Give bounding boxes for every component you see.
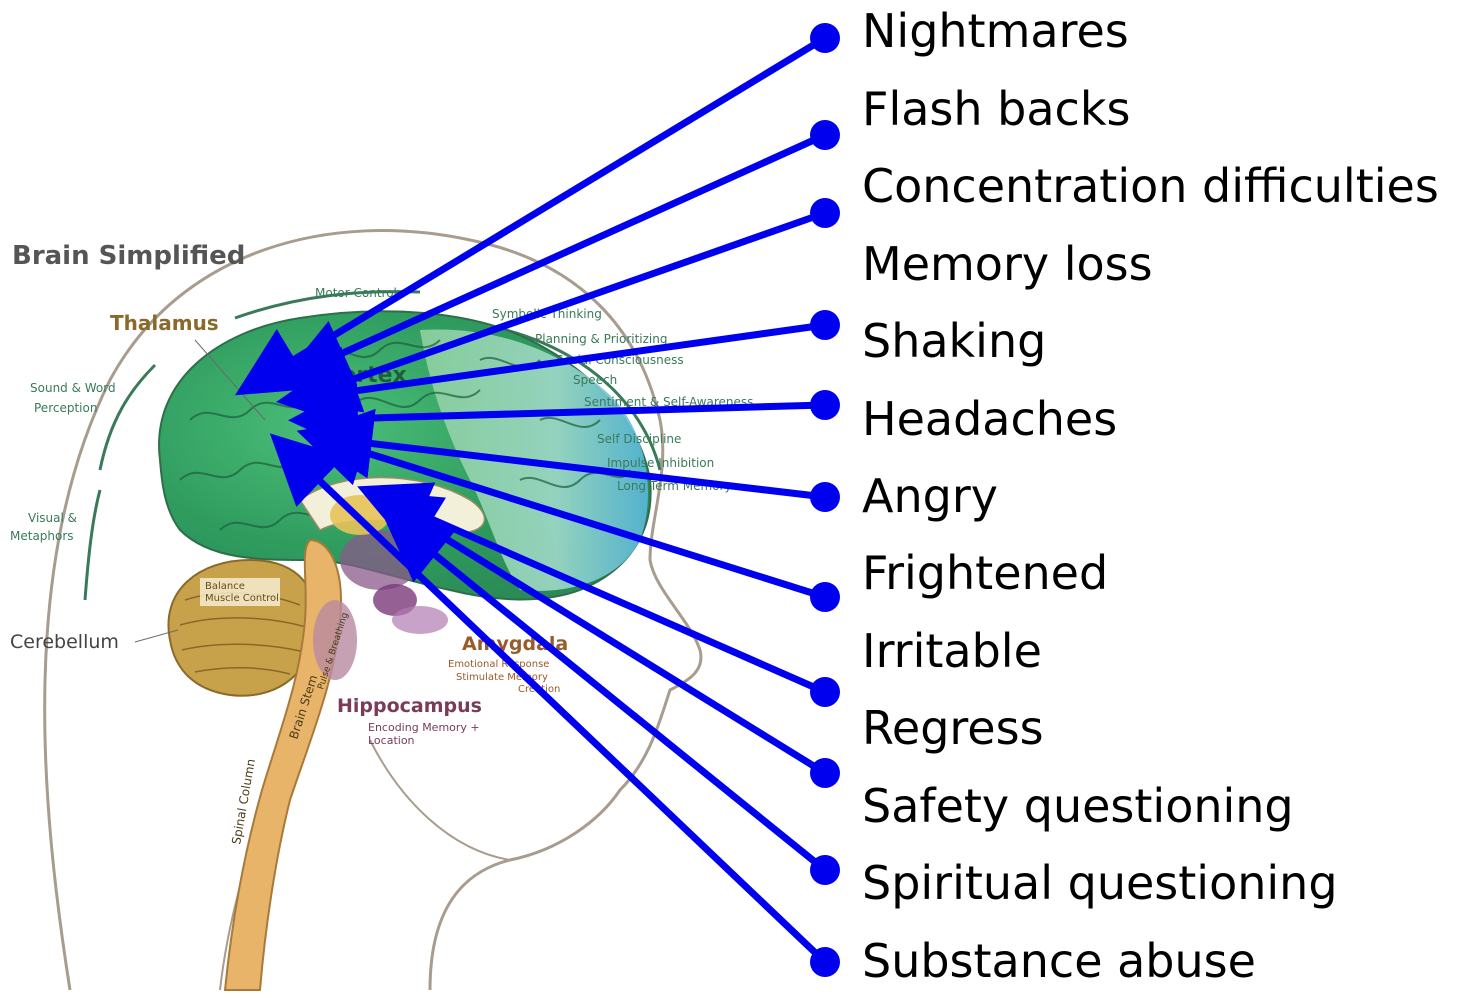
symptom-label-nightmares: Nightmares [862,4,1129,58]
symptom-label-headaches: Headaches [862,392,1117,446]
thalamus-label: Thalamus [110,311,219,335]
symptom-dot [810,677,840,707]
symptom-label-memory-loss: Memory loss [862,237,1153,291]
symptom-label-angry: Angry [862,469,998,523]
symptom-label-flash-backs: Flash backs [862,82,1130,136]
symptom-dot [810,582,840,612]
hippocampus-label: Hippocampus [337,695,482,717]
emotional-label-1: Emotional Response [448,659,549,670]
sound-word-label-2: Perception [34,401,97,415]
symptom-label-spiritual: Spiritual questioning [862,856,1338,910]
symptom-label-safety: Safety questioning [862,779,1294,833]
diagram-title: Brain Simplified [12,241,245,271]
symptom-dot [810,310,840,340]
symptom-dot [810,198,840,228]
cerebellum-label: Cerebellum [10,631,119,653]
balance-label-2: Muscle Control [205,593,279,604]
self-discipline-label: Self Discipline [597,432,681,446]
symptom-dot [810,855,840,885]
symptom-label-shaking: Shaking [862,314,1046,368]
motor-control-label: Motor Control [315,286,397,300]
impulse-label: Impulse Inhibition [607,456,714,470]
visual-label-2: Metaphors [10,529,74,543]
jaw-line [370,740,510,860]
encoding-label-2: Location [368,734,415,747]
symptom-dot [810,482,840,512]
symptom-label-irritable: Irritable [862,624,1042,678]
sound-word-label-1: Sound & Word [30,381,116,395]
symptom-label-substance: Substance abuse [862,934,1256,988]
symptom-dot [810,23,840,53]
symptom-dot [810,947,840,977]
symptom-dot [810,390,840,420]
visual-arc [85,490,100,600]
hippocampus-region [392,606,448,634]
symptom-dot [810,758,840,788]
speech-label: Speech [573,373,617,387]
visual-label-1: Visual & [28,511,77,525]
symptom-dot [810,120,840,150]
symptom-label-regress: Regress [862,701,1044,755]
symptom-label-concentration: Concentration difficulties [862,159,1439,213]
planning-label: Planning & Prioritizing [535,332,667,346]
symptom-label-frightened: Frightened [862,546,1108,600]
balance-label-1: Balance [205,581,245,592]
encoding-label-1: Encoding Memory + [368,721,480,734]
